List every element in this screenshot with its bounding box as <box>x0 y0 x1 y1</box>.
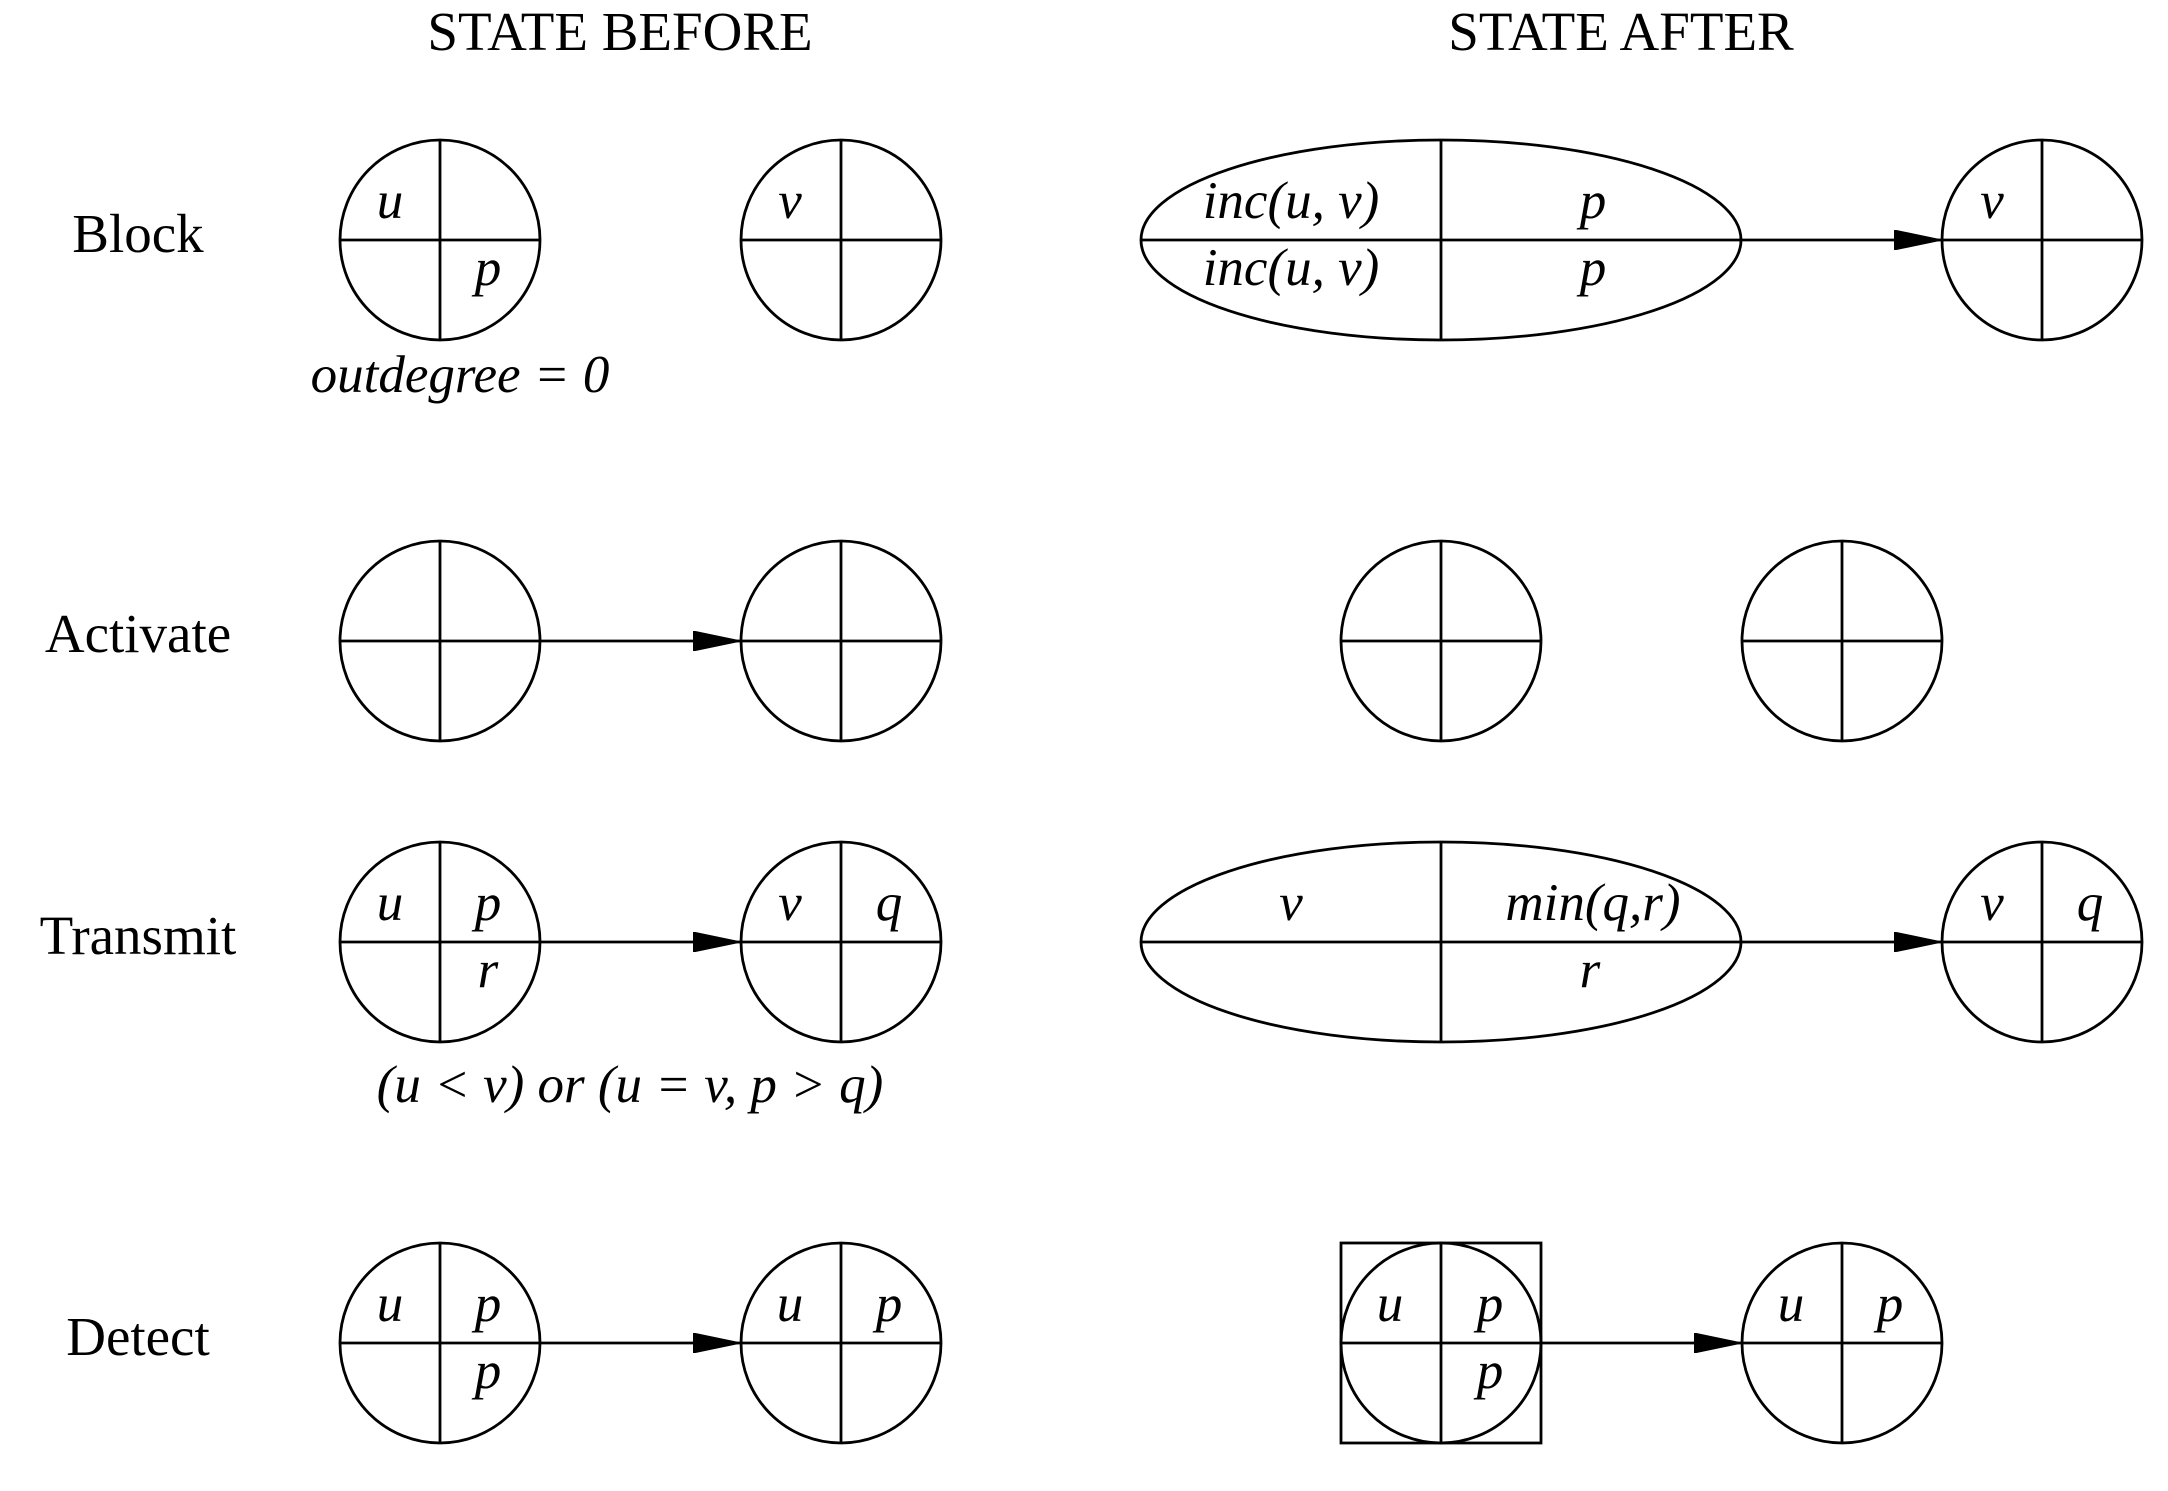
node-b-after <box>1740 539 1944 743</box>
node-u-before: u p <box>338 138 542 342</box>
node-v-before: u p <box>739 1241 943 1445</box>
row-transmit: Transmit u p r v q (u < v) or (u = v, p … <box>40 840 2144 1114</box>
row-label-activate: Activate <box>45 603 231 664</box>
node-label-tl: u <box>777 1275 804 1333</box>
node-a-after <box>1339 539 1543 743</box>
node-label-bl: inc(u, v) <box>1203 239 1380 297</box>
node-label-tr: q <box>876 874 903 932</box>
node-label-br: p <box>1473 1342 1504 1400</box>
node-label-br: r <box>1580 941 1601 999</box>
node-label-tl: u <box>377 172 404 230</box>
condition-text: (u < v) or (u = v, p > q) <box>377 1056 884 1114</box>
node-u-before: u p r <box>338 840 542 1044</box>
row-detect: Detect u p p u p u p p <box>66 1241 1944 1445</box>
node-label-tr: p <box>471 874 502 932</box>
node-label-tl: v <box>778 172 802 230</box>
node-v-after: u p <box>1740 1241 1944 1445</box>
ellipse-node-after: v min(q,r) r <box>1139 840 1743 1044</box>
condition-text: outdegree = 0 <box>311 346 610 404</box>
node-label-br: r <box>478 941 499 999</box>
node-label-tr: q <box>2077 874 2104 932</box>
node-v-after: v q <box>1940 840 2144 1044</box>
node-label-tr: p <box>1576 172 1607 230</box>
boxed-node-after: u p p <box>1339 1241 1543 1445</box>
node-label-tl: v <box>1980 172 2004 230</box>
node-u-before: u p p <box>338 1241 542 1445</box>
node-label-tl: u <box>1778 1275 1805 1333</box>
node-label-tl: u <box>1377 1275 1404 1333</box>
node-label-br: p <box>1576 239 1607 297</box>
node-label-tl: u <box>377 1275 404 1333</box>
node-v-before: v <box>739 138 943 342</box>
node-label-tl: u <box>377 874 404 932</box>
header-state-after: STATE AFTER <box>1448 1 1794 62</box>
node-label-tr: p <box>1873 1275 1904 1333</box>
row-block: Block u p outdegree = 0 v inc(u, v) p in… <box>72 138 2144 404</box>
node-label-tr: p <box>1473 1275 1504 1333</box>
row-label-block: Block <box>72 203 204 264</box>
node-label-br: p <box>471 239 502 297</box>
node-label-tl: v <box>1279 874 1303 932</box>
node-label-tr: p <box>872 1275 903 1333</box>
node-label-br: p <box>471 1342 502 1400</box>
node-label-tl: v <box>1980 874 2004 932</box>
row-label-detect: Detect <box>66 1306 210 1367</box>
node-label-tl: inc(u, v) <box>1203 172 1380 230</box>
ellipse-node-after: inc(u, v) p inc(u, v) p <box>1139 138 1743 342</box>
node-v-after: v <box>1940 138 2144 342</box>
node-v-before: v q <box>739 840 943 1044</box>
row-label-transmit: Transmit <box>40 905 237 966</box>
node-b-before <box>739 539 943 743</box>
row-activate: Activate <box>45 539 1944 743</box>
header-state-before: STATE BEFORE <box>427 1 812 62</box>
node-label-tr: p <box>471 1275 502 1333</box>
node-a-before <box>338 539 542 743</box>
node-label-tr: min(q,r) <box>1505 874 1680 932</box>
node-label-tl: v <box>778 874 802 932</box>
